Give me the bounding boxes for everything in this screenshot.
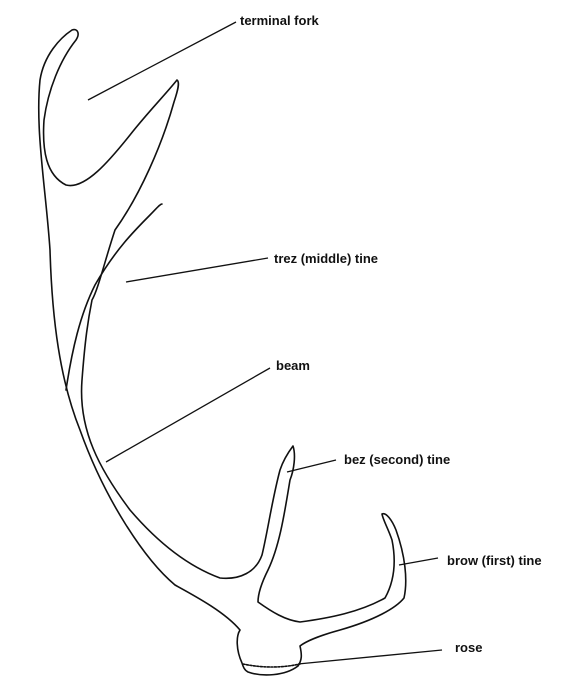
bez-tine-label: bez (second) tine xyxy=(344,452,450,467)
rose-label: rose xyxy=(455,640,482,655)
terminal-fork-leader xyxy=(88,22,236,100)
antler-outline xyxy=(39,30,406,675)
terminal-fork-label: terminal fork xyxy=(240,13,320,28)
brow-tine-label: brow (first) tine xyxy=(447,553,542,568)
trez-tine-label: trez (middle) tine xyxy=(274,251,378,266)
beam-leader xyxy=(106,368,270,462)
trez-tine-leader xyxy=(126,258,268,282)
beam-label: beam xyxy=(276,358,310,373)
rose-leader xyxy=(298,650,442,664)
